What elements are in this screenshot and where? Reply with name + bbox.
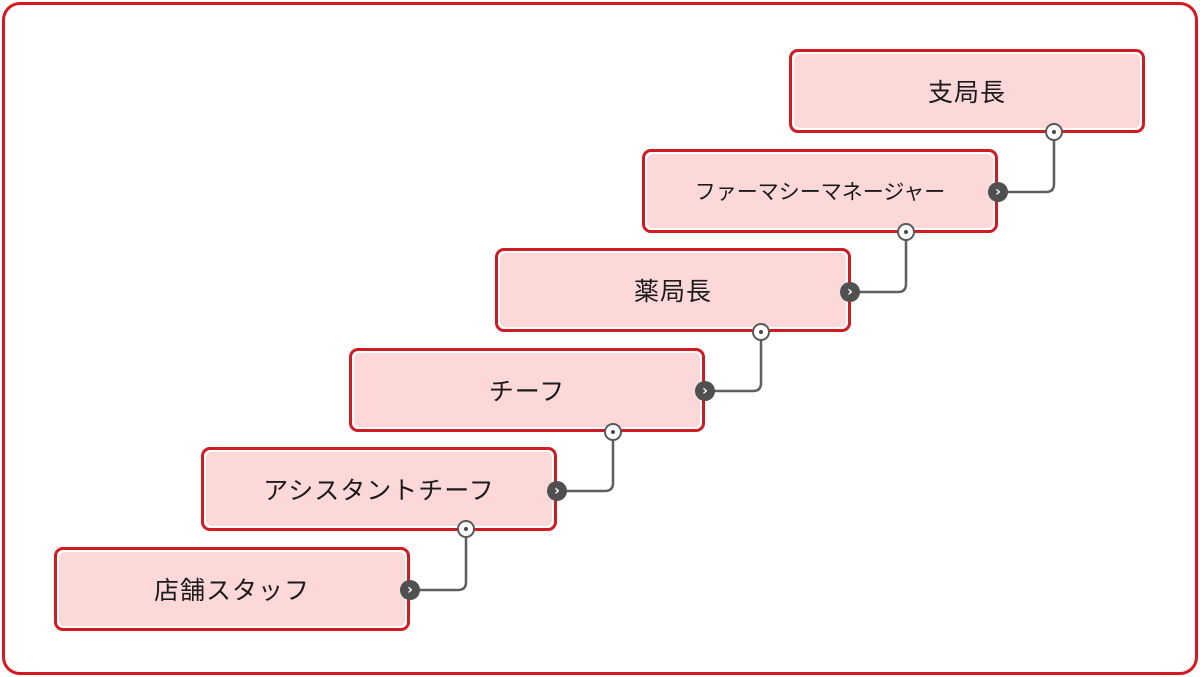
- chevron-right-icon: ›: [988, 182, 1008, 202]
- connector-5-6: [998, 132, 1056, 194]
- chevron-right-icon: ›: [840, 282, 860, 302]
- port-dot-icon: [752, 323, 770, 341]
- step-label: 支局長: [794, 54, 1140, 128]
- step-assistant-chief: アシスタントチーフ: [201, 447, 557, 531]
- chevron-right-icon: ›: [400, 580, 420, 600]
- connector-4-5: [850, 232, 908, 294]
- port-dot-icon: [457, 520, 475, 538]
- chevron-right-icon: ›: [695, 381, 715, 401]
- chevron-right-icon: ›: [547, 481, 567, 501]
- step-label: 店舗スタッフ: [59, 552, 405, 626]
- step-pharmacy-head: 薬局長: [495, 248, 851, 332]
- connector-2-3: [557, 432, 615, 493]
- step-chief: チーフ: [349, 348, 705, 432]
- step-label: アシスタントチーフ: [206, 452, 552, 526]
- connector-3-4: [705, 332, 763, 393]
- step-label: 薬局長: [500, 253, 846, 327]
- port-dot-icon: [604, 423, 622, 441]
- step-store-staff: 店舗スタッフ: [54, 547, 410, 631]
- port-dot-icon: [897, 223, 915, 241]
- step-label: ファーマシーマネージャー: [647, 154, 993, 228]
- step-pharmacy-manager: ファーマシーマネージャー: [642, 149, 998, 233]
- step-branch-manager: 支局長: [789, 49, 1145, 133]
- connector-1-2: [410, 528, 468, 592]
- step-label: チーフ: [354, 353, 700, 427]
- port-dot-icon: [1045, 123, 1063, 141]
